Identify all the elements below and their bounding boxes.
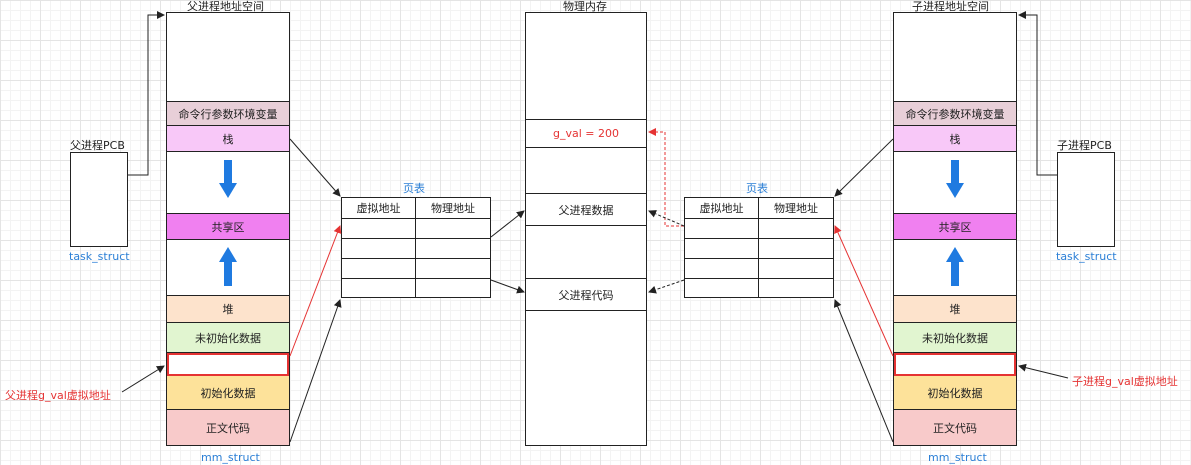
child-code-to-pt (833, 299, 894, 443)
child-gval-label: 子进程g_val虚拟地址 (1072, 375, 1178, 388)
parent-seg-gap-1 (167, 152, 289, 214)
parent-seg-gval (167, 353, 289, 376)
parent-seg-shared: 共享区 (167, 214, 289, 240)
right-pt-col-physical: 物理地址 (774, 202, 818, 215)
child-seg-code: 正文代码 (894, 410, 1016, 445)
parent-pcb-label: 父进程PCB (70, 139, 125, 152)
parent-seg-code: 正文代码 (167, 410, 289, 445)
physical-memory-title: 物理内存 (563, 0, 607, 13)
parent-seg-heap: 堆 (167, 296, 289, 323)
child-pcb-link (1018, 11, 1057, 176)
child-seg-heap: 堆 (894, 296, 1016, 323)
left-pt-col-physical: 物理地址 (431, 202, 475, 215)
right-page-table-title: 页表 (746, 182, 768, 195)
parent-code-to-pt (289, 299, 342, 443)
child-seg-cmdline: 命令行参数环境变量 (894, 102, 1016, 126)
child-space-title: 子进程地址空间 (912, 0, 989, 13)
child-seg-uninit: 未初始化数据 (894, 323, 1016, 353)
phys-seg-bottom (526, 311, 646, 445)
child-seg-gval (894, 353, 1016, 376)
child-seg-gap-1 (894, 152, 1016, 214)
parent-gval-label-pointer (121, 365, 165, 393)
child-seg-init: 初始化数据 (894, 376, 1016, 410)
parent-pcb-link (128, 11, 165, 176)
parent-space-title: 父进程地址空间 (187, 0, 264, 13)
right-pt-to-phys-data (648, 210, 685, 227)
child-pcb-label: 子进程PCB (1057, 139, 1112, 152)
child-mm-struct: mm_struct (928, 451, 987, 464)
left-pt-row-3 (342, 259, 490, 279)
right-pt-row-2 (685, 239, 833, 259)
left-page-table-title: 页表 (403, 182, 425, 195)
phys-seg-gap-2 (526, 226, 646, 279)
child-seg-shared: 共享区 (894, 214, 1016, 240)
right-pt-row-4 (685, 279, 833, 297)
child-task-struct: task_struct (1056, 250, 1117, 263)
right-pt-to-phys-code (648, 279, 685, 294)
left-pt-row-2 (342, 239, 490, 259)
child-seg-gap-2 (894, 240, 1016, 296)
parent-stack-to-pt (289, 138, 341, 197)
parent-seg-empty-top (167, 13, 289, 102)
parent-seg-gap-2 (167, 240, 289, 296)
phys-seg-gval: g_val = 200 (526, 120, 646, 148)
phys-seg-top (526, 13, 646, 120)
child-gval-to-pt (834, 225, 894, 357)
phys-seg-parent-data: 父进程数据 (526, 194, 646, 226)
child-seg-empty-top (894, 13, 1016, 102)
parent-gval-to-pt (289, 225, 342, 357)
phys-seg-gap-1 (526, 148, 646, 194)
left-pt-row-1 (342, 219, 490, 239)
left-pt-to-phys-code (490, 279, 525, 294)
parent-pcb-box (70, 152, 128, 247)
parent-seg-stack: 栈 (167, 126, 289, 152)
parent-seg-uninit: 未初始化数据 (167, 323, 289, 353)
left-pt-header: 虚拟地址 物理地址 (342, 198, 490, 219)
right-page-table: 虚拟地址 物理地址 (684, 197, 834, 298)
child-stack-to-pt (834, 138, 894, 197)
phys-seg-parent-code: 父进程代码 (526, 279, 646, 311)
left-pt-row-4 (342, 279, 490, 297)
left-pt-to-phys-data (490, 210, 525, 238)
physical-memory: g_val = 200 父进程数据 父进程代码 (525, 12, 647, 446)
left-pt-col-virtual: 虚拟地址 (342, 198, 416, 218)
child-address-space: 命令行参数环境变量 栈 共享区 堆 未初始化数据 初始化数据 正文代码 (893, 12, 1017, 446)
right-pt-row-3 (685, 259, 833, 279)
parent-mm-struct: mm_struct (201, 451, 260, 464)
child-pcb-box (1057, 152, 1115, 247)
child-seg-stack: 栈 (894, 126, 1016, 152)
left-page-table: 虚拟地址 物理地址 (341, 197, 491, 298)
right-pt-row-1 (685, 219, 833, 239)
right-pt-to-phys-gval (648, 128, 684, 227)
parent-task-struct: task_struct (69, 250, 130, 263)
parent-seg-cmdline: 命令行参数环境变量 (167, 102, 289, 126)
child-gval-label-pointer (1018, 363, 1069, 379)
right-pt-col-virtual: 虚拟地址 (685, 198, 759, 218)
parent-seg-init: 初始化数据 (167, 376, 289, 410)
parent-gval-label: 父进程g_val虚拟地址 (5, 389, 111, 402)
parent-address-space: 命令行参数环境变量 栈 共享区 堆 未初始化数据 初始化数据 正文代码 (166, 12, 290, 446)
right-pt-header: 虚拟地址 物理地址 (685, 198, 833, 219)
